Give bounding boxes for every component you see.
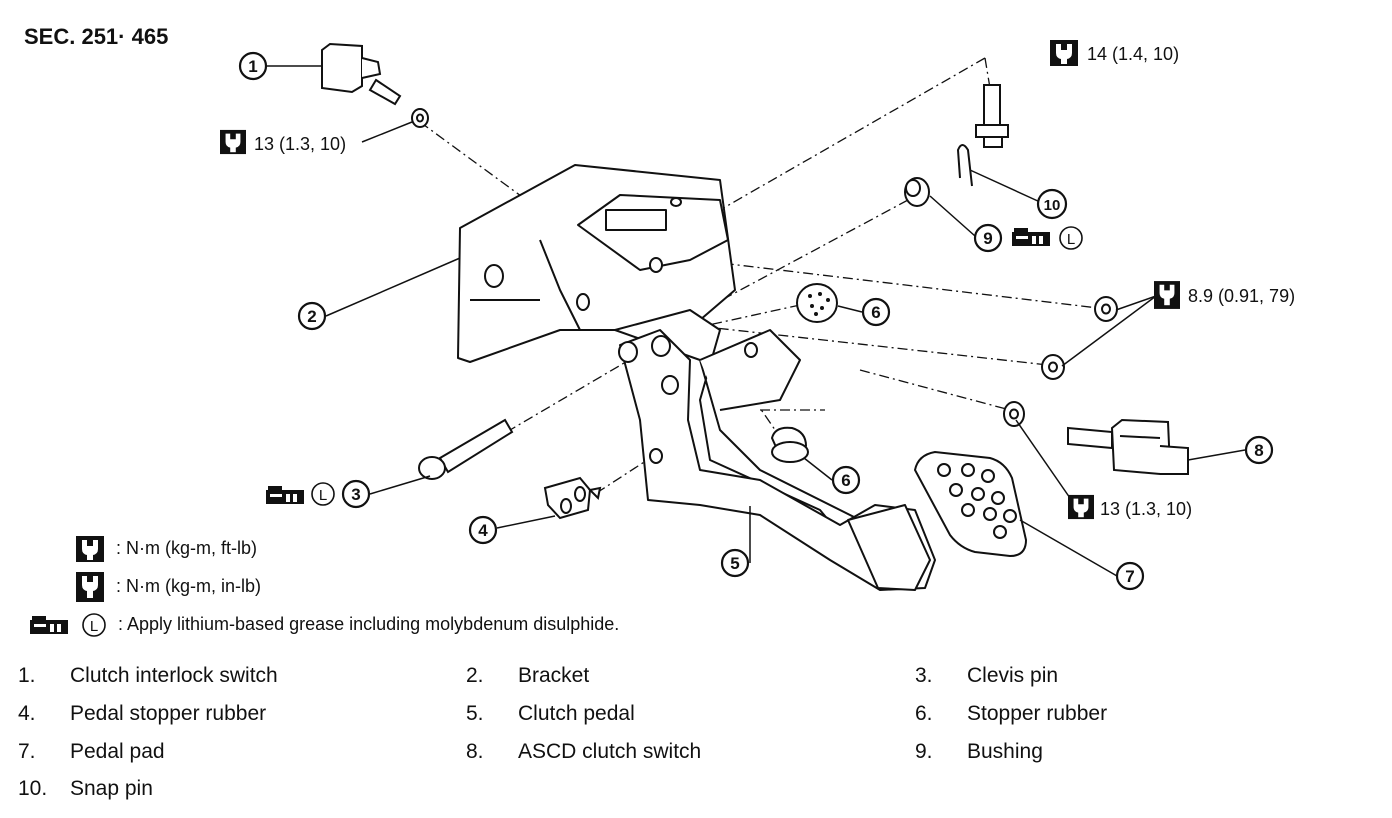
part-number: 4. xyxy=(18,702,36,725)
part-number: 5. xyxy=(466,702,484,725)
svg-text:2: 2 xyxy=(307,307,316,326)
grease-marker-bushing: L xyxy=(1012,226,1083,250)
callout-6-upper: 6 xyxy=(861,297,891,327)
torque-wrench-icon xyxy=(1068,494,1094,520)
svg-text:13 (1.3, 10): 13 (1.3, 10) xyxy=(254,134,346,154)
svg-text:7: 7 xyxy=(1125,567,1134,586)
exploded-diagram: 1 2 3 4 5 6 6 7 8 9 10 13 (1.3, 10) 14 (… xyxy=(30,40,1295,637)
legend-ftlb: : N·m (kg-m, ft-lb) xyxy=(110,538,257,559)
grease-gun-icon xyxy=(30,616,68,634)
lubricant-l-icon: L xyxy=(1067,231,1075,248)
stopper-rubber-upper-drawing xyxy=(796,283,838,323)
legend-inlb: : N·m (kg-m, in-lb) xyxy=(110,576,261,597)
callout-3: 3 xyxy=(341,479,371,509)
section-title: SEC. 251· 465 xyxy=(24,24,169,49)
legend-grease-text: : Apply lithium-based grease including m… xyxy=(118,614,620,634)
part-name: Clutch interlock switch xyxy=(70,664,278,687)
svg-text:3: 3 xyxy=(351,485,360,504)
part-number: 1. xyxy=(18,664,36,687)
svg-text:1: 1 xyxy=(248,57,257,76)
callout-8: 8 xyxy=(1244,435,1274,465)
legend-ftlb-text: : N·m (kg-m, ft-lb) xyxy=(116,538,257,558)
callout-7: 7 xyxy=(1115,561,1145,591)
grease-marker-clevis: L xyxy=(266,482,335,506)
svg-text:9: 9 xyxy=(983,229,992,248)
bracket-drawing xyxy=(457,164,736,363)
part-name: ASCD clutch switch xyxy=(518,740,702,763)
svg-text:13 (1.3, 10): 13 (1.3, 10) xyxy=(1100,499,1192,519)
svg-text:5: 5 xyxy=(730,554,739,573)
torque-spec-bracket-nuts: 8.9 (0.91, 79) xyxy=(1154,281,1295,309)
grease-gun-icon xyxy=(266,486,304,504)
svg-text:10: 10 xyxy=(1044,197,1061,214)
svg-text:6: 6 xyxy=(841,471,850,490)
torque-wrench-icon xyxy=(1050,40,1078,66)
torque-wrench-icon xyxy=(76,536,104,562)
part-name: Bracket xyxy=(518,664,590,687)
legend-grease: : Apply lithium-based grease including m… xyxy=(112,614,619,635)
part-number: 3. xyxy=(915,664,933,687)
part-name: Stopper rubber xyxy=(967,702,1108,725)
ascd-clutch-switch-drawing xyxy=(1067,418,1189,476)
part-name: Clutch pedal xyxy=(518,702,635,725)
part-number: 6. xyxy=(915,702,933,725)
callout-1: 1 xyxy=(238,51,268,81)
callout-4: 4 xyxy=(468,515,498,545)
callout-5: 5 xyxy=(720,548,750,578)
svg-text:8.9 (0.91, 79): 8.9 (0.91, 79) xyxy=(1188,286,1295,306)
pedal-stopper-rubber-drawing xyxy=(543,476,602,520)
torque-wrench-inlb-icon xyxy=(76,572,104,602)
part-name: Pedal stopper rubber xyxy=(70,702,267,725)
grease-gun-icon xyxy=(1012,228,1050,246)
callout-2: 2 xyxy=(297,301,327,331)
clevis-pin-drawing xyxy=(418,418,514,480)
part-name: Clevis pin xyxy=(967,664,1059,687)
torque-wrench-icon xyxy=(220,129,246,155)
svg-text:4: 4 xyxy=(478,521,488,540)
part-name: Snap pin xyxy=(70,777,153,800)
clutch-interlock-switch-drawing xyxy=(321,42,429,128)
part-name: Pedal pad xyxy=(70,740,165,763)
part-number: 7. xyxy=(18,740,36,763)
legend-inlb-text: : N·m (kg-m, in-lb) xyxy=(116,576,261,596)
callout-10: 10 xyxy=(1036,188,1068,220)
snap-pin-drawing xyxy=(956,144,973,187)
stopper-rubber-lower-drawing xyxy=(770,426,809,463)
leader-lines xyxy=(267,65,1246,577)
torque-spec-ascd-nut: 13 (1.3, 10) xyxy=(1068,494,1192,520)
part-number: 10. xyxy=(18,777,48,800)
callout-6-lower: 6 xyxy=(831,465,861,495)
bushing-drawing xyxy=(904,177,930,207)
svg-text:8: 8 xyxy=(1254,441,1263,460)
part-number: 9. xyxy=(915,740,933,763)
lubricant-l-icon: L xyxy=(319,487,327,504)
torque-spec-switch-nut: 13 (1.3, 10) xyxy=(220,129,346,155)
svg-text:6: 6 xyxy=(871,303,880,322)
part-name: Bushing xyxy=(967,740,1043,763)
callouts: 1 2 3 4 5 6 6 7 8 9 10 xyxy=(238,51,1274,591)
torque-spec-bolt: 14 (1.4, 10) xyxy=(1050,40,1179,66)
torque-wrench-inlb-icon xyxy=(1154,281,1180,309)
callout-9: 9 xyxy=(973,223,1003,253)
nuts-drawing xyxy=(1003,296,1118,427)
lubricant-l-icon: L xyxy=(90,618,98,635)
part-number: 8. xyxy=(466,740,484,763)
part-number: 2. xyxy=(466,664,484,687)
clutch-pedal-drawing xyxy=(614,309,936,591)
svg-text:14 (1.4, 10): 14 (1.4, 10) xyxy=(1087,44,1179,64)
bolt-drawing xyxy=(975,84,1009,148)
pedal-pad-drawing xyxy=(913,450,1028,558)
